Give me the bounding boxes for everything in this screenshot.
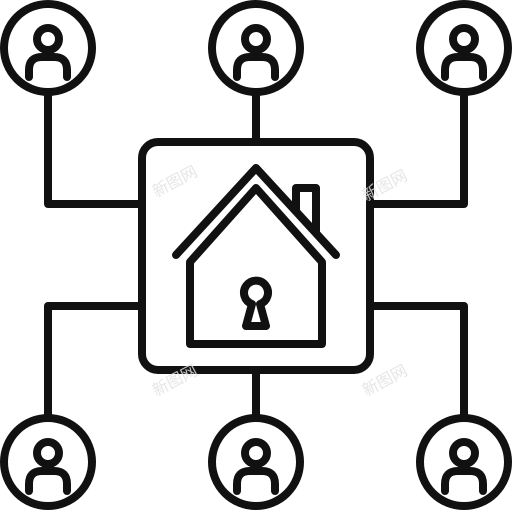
user-head-icon [449, 24, 479, 54]
user-body-icon [25, 467, 71, 495]
house-chimney [292, 184, 320, 236]
user-node-top-center [208, 0, 304, 96]
user-circle [416, 414, 512, 510]
user-node-top-left [0, 0, 96, 96]
user-circle [208, 0, 304, 96]
user-node-bottom-center [208, 414, 304, 510]
user-node-top-right [416, 0, 512, 96]
user-circle [0, 0, 96, 96]
user-circle [0, 414, 96, 510]
connector-bottom-left [44, 302, 146, 422]
user-head-icon [449, 438, 479, 468]
user-body-icon [233, 53, 279, 81]
house-roof [172, 164, 340, 259]
connector-top-left [44, 88, 146, 208]
device-frame [138, 138, 374, 374]
house-icon [172, 164, 340, 348]
connector-bottom-right [366, 302, 468, 422]
user-body-icon [441, 53, 487, 81]
user-circle [416, 0, 512, 96]
user-node-bottom-right [416, 414, 512, 510]
connector-top-right [366, 88, 468, 208]
keyhole-icon [240, 276, 272, 330]
user-circle [208, 414, 304, 510]
user-body-icon [25, 53, 71, 81]
user-head-icon [33, 438, 63, 468]
house-body [186, 184, 326, 348]
user-head-icon [241, 24, 271, 54]
user-head-icon [33, 24, 63, 54]
user-body-icon [441, 467, 487, 495]
user-node-bottom-left [0, 414, 96, 510]
connector-lines [44, 88, 468, 422]
user-body-icon [233, 467, 279, 495]
user-head-icon [241, 438, 271, 468]
